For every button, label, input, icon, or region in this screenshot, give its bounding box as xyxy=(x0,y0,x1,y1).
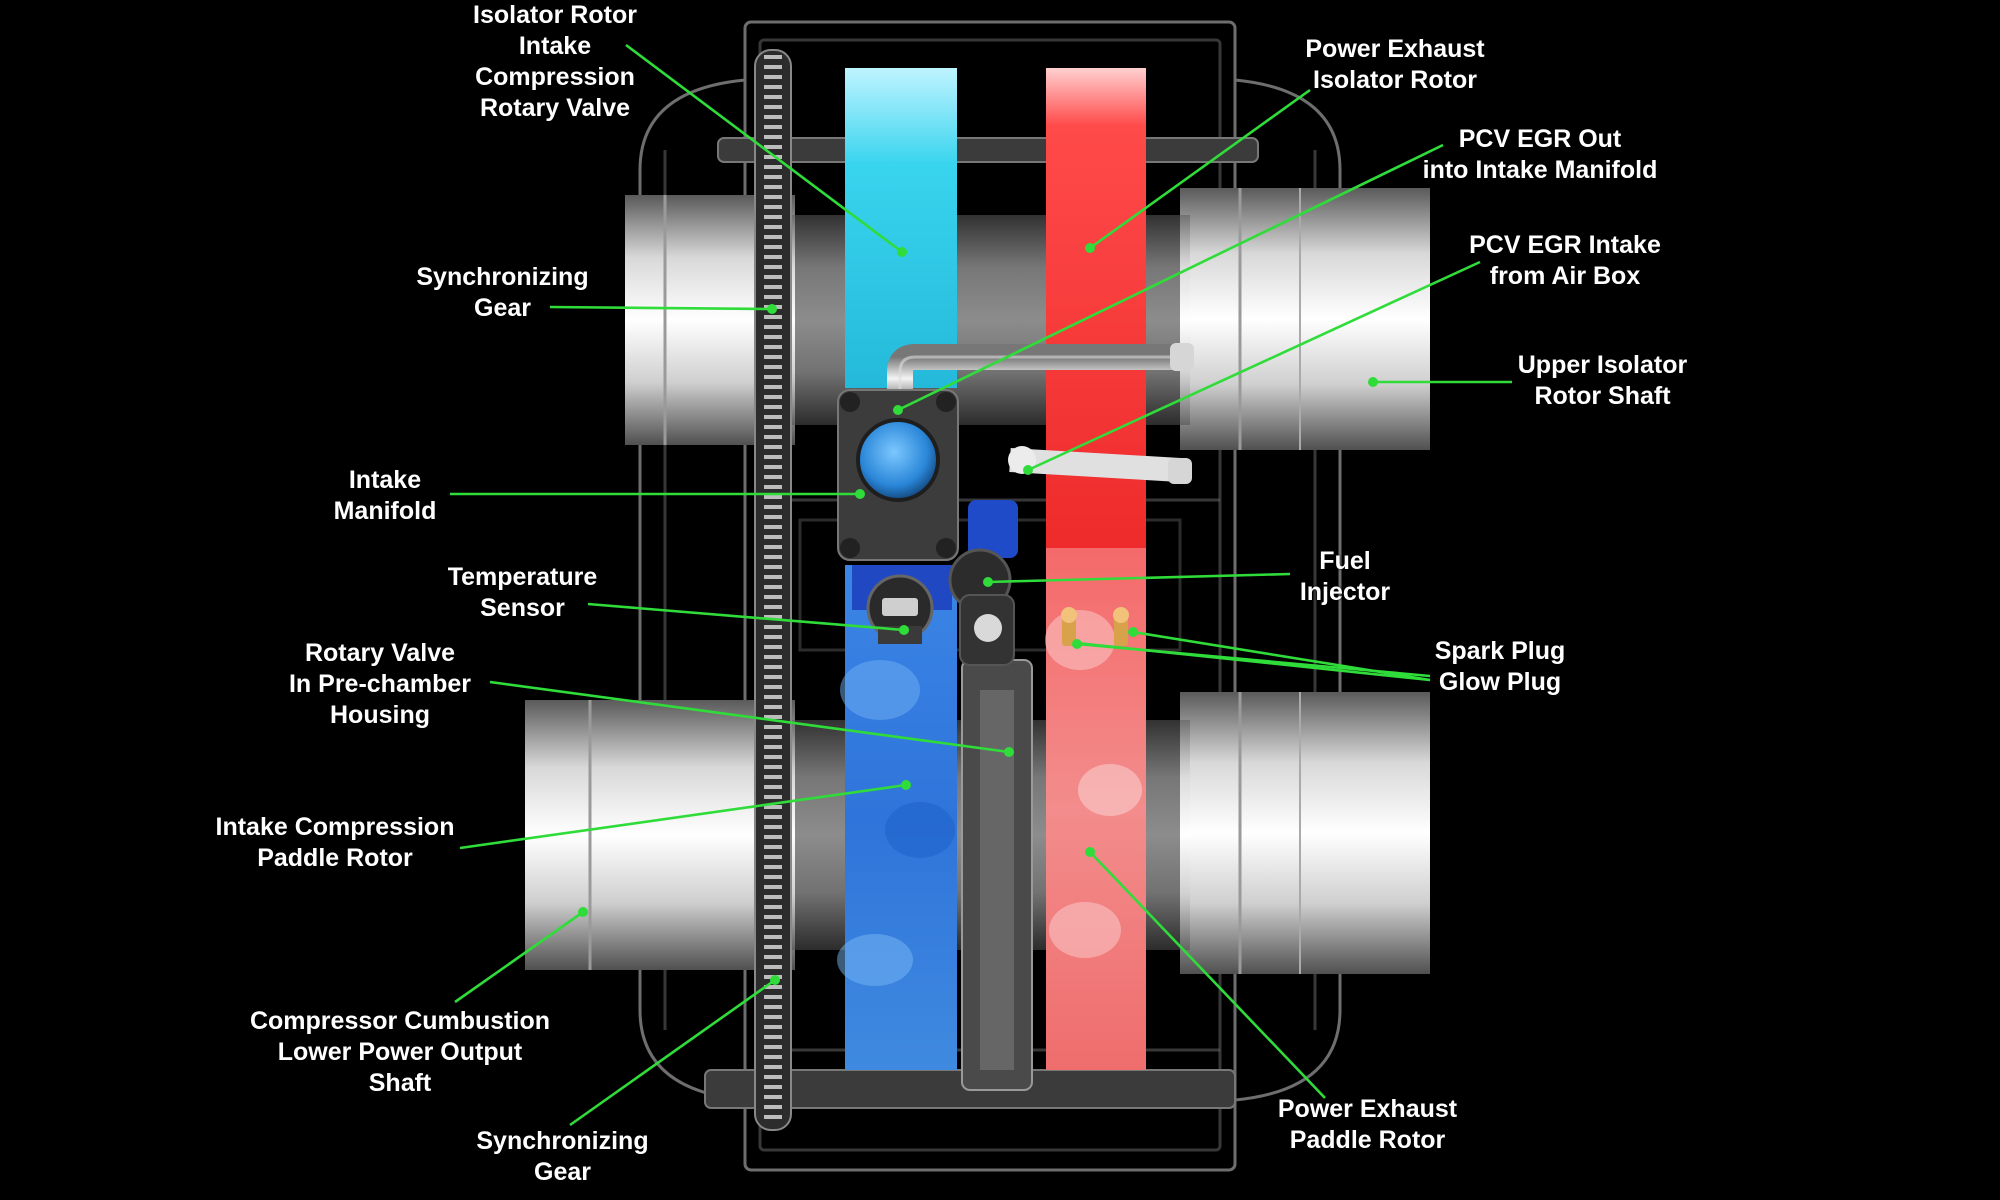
pcv-egr-pipes xyxy=(887,343,1194,484)
label-pcv-egr-out: PCV EGR Out into Intake Manifold xyxy=(1420,124,1660,186)
intake-compression-paddle-rotor xyxy=(837,565,957,1070)
label-sync-gear-top: Synchronizing Gear xyxy=(410,262,595,324)
pre-chamber-housing xyxy=(961,659,1033,1091)
label-compressor-lower-shaft: Compressor Cumbustion Lower Power Output… xyxy=(245,1006,555,1099)
label-line: Gear xyxy=(534,1158,591,1186)
leader-sync-gear-top xyxy=(549,305,773,311)
label-line: PCV EGR Out xyxy=(1458,125,1622,153)
label-intake-compression-paddle: Intake Compression Paddle Rotor xyxy=(205,812,465,874)
label-spark-glow-plug: Spark Plug Glow Plug xyxy=(1420,636,1580,698)
leader-lines xyxy=(450,43,1512,1127)
label-isolator-rotor-intake: Isolator Rotor Intake Compression Rotary… xyxy=(470,0,640,124)
label-line: Synchronizing xyxy=(416,263,589,291)
leader-pcv-egr-intake xyxy=(1027,260,1481,472)
label-intake-manifold: Intake Manifold xyxy=(320,465,450,527)
leader-spark-plug-2 xyxy=(1132,630,1431,682)
intake-compression-rotary-valve xyxy=(845,68,957,388)
label-line: Isolator Rotor xyxy=(1313,66,1477,94)
label-line: Compression xyxy=(475,63,635,91)
leader-power-exhaust-paddle xyxy=(1089,851,1326,1099)
leader-rotary-valve-prechamber xyxy=(489,680,1010,754)
synchronizing-gear xyxy=(754,49,792,1131)
leader-isolator-rotor-intake xyxy=(625,43,903,254)
label-pcv-egr-intake: PCV EGR Intake from Air Box xyxy=(1455,230,1675,292)
leader-power-exhaust-isolator xyxy=(1089,88,1311,250)
label-fuel-injector: Fuel Injector xyxy=(1280,546,1410,608)
label-temperature-sensor: Temperature Sensor xyxy=(430,562,615,624)
leader-glow-plug xyxy=(1076,641,1431,682)
label-line: Spark Plug xyxy=(1434,637,1566,665)
label-line: Gear xyxy=(474,294,531,322)
leader-temperature-sensor xyxy=(587,602,905,632)
label-line: Lower Power Output xyxy=(277,1038,523,1066)
label-line: Upper Isolator xyxy=(1517,351,1688,379)
leader-sync-gear-bottom xyxy=(569,978,776,1127)
label-line: Manifold xyxy=(333,497,437,525)
label-line: Isolator Rotor xyxy=(473,1,637,29)
label-line: Intake xyxy=(348,466,422,494)
fuel-injector xyxy=(948,548,1015,666)
label-rotary-valve-prechamber: Rotary Valve In Pre-chamber Housing xyxy=(275,638,485,731)
leader-compressor-lower-shaft xyxy=(454,910,584,1004)
label-line: Power Exhaust xyxy=(1305,35,1485,63)
leader-pcv-egr-out xyxy=(897,143,1444,412)
temperature-sensor xyxy=(866,574,934,644)
label-line: Injector xyxy=(1299,578,1391,606)
label-line: PCV EGR Intake xyxy=(1469,231,1661,259)
label-line: Paddle Rotor xyxy=(1289,1126,1446,1154)
label-line: Rotary Valve xyxy=(304,639,456,667)
label-power-exhaust-paddle: Power Exhaust Paddle Rotor xyxy=(1270,1094,1465,1156)
upper-isolator-shaft xyxy=(625,188,1430,450)
label-line: Synchronizing xyxy=(476,1127,649,1155)
label-line: Housing xyxy=(330,701,430,729)
label-line: Sensor xyxy=(480,594,565,622)
intake-manifold xyxy=(837,389,959,561)
label-line: Paddle Rotor xyxy=(257,844,413,872)
label-upper-isolator-shaft: Upper Isolator Rotor Shaft xyxy=(1510,350,1695,412)
label-line: Intake xyxy=(518,32,592,60)
label-line: Rotor Shaft xyxy=(1534,382,1671,410)
label-line: Power Exhaust xyxy=(1277,1095,1458,1123)
label-line: Intake Compression xyxy=(215,813,455,841)
label-line: Compressor Cumbustion xyxy=(249,1007,551,1035)
label-line: Rotary Valve xyxy=(479,94,631,122)
label-line: from Air Box xyxy=(1489,262,1641,290)
label-line: into Intake Manifold xyxy=(1422,156,1658,184)
label-sync-gear-bottom: Synchronizing Gear xyxy=(470,1126,655,1188)
power-exhaust-paddle-rotor xyxy=(1045,548,1146,1070)
leader-fuel-injector xyxy=(987,572,1291,584)
label-line: Fuel xyxy=(1319,547,1371,575)
label-line: Shaft xyxy=(368,1069,432,1097)
label-line: Glow Plug xyxy=(1438,668,1562,696)
leader-intake-compression-paddle xyxy=(459,783,907,850)
label-power-exhaust-isolator: Power Exhaust Isolator Rotor xyxy=(1300,34,1490,96)
label-line: Temperature xyxy=(447,563,598,591)
spark-glow-plugs xyxy=(1061,607,1129,646)
label-line: In Pre-chamber xyxy=(288,670,471,698)
